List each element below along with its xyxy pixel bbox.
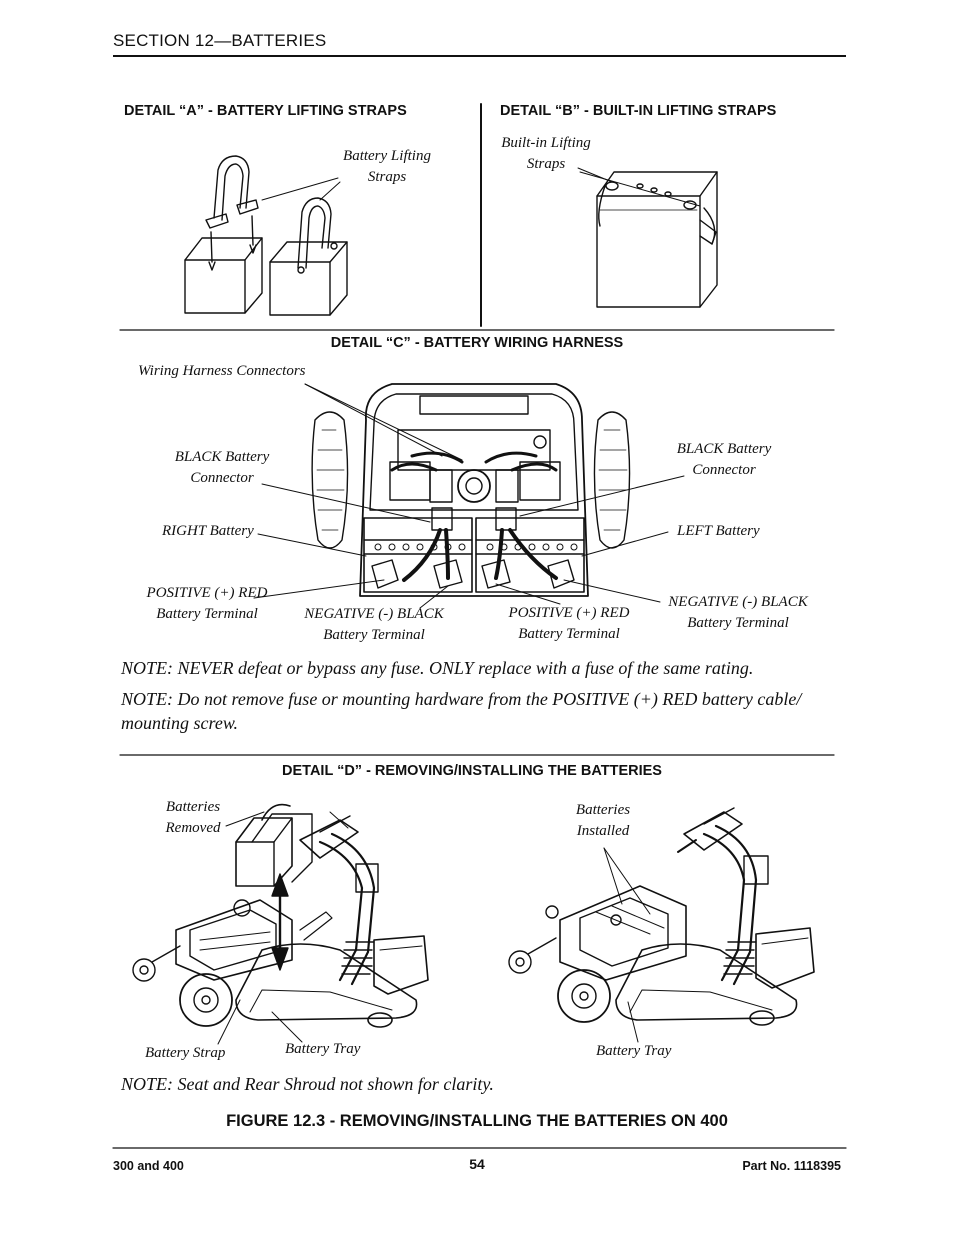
- label-built-in-lifting-straps: Built-in Lifting Straps: [501, 135, 591, 172]
- label-black-battery-connector-right: BLACK Battery Connector: [676, 441, 772, 478]
- label-right-battery: RIGHT Battery: [162, 523, 254, 539]
- detail-c-title: DETAIL “C” - BATTERY WIRING HARNESS: [330, 335, 624, 351]
- label-batteries-removed: Batteries Removed: [165, 799, 221, 836]
- figure-caption: FIGURE 12.3 - REMOVING/INSTALLING THE BA…: [226, 1112, 728, 1130]
- detail-b-title: DETAIL “B” - BUILT-IN LIFTING STRAPS: [500, 103, 777, 119]
- label-positive-terminal-left: POSITIVE (+) RED Battery Terminal: [146, 585, 268, 622]
- label-batteries-installed: Batteries Installed: [575, 802, 631, 839]
- label-positive-terminal-right: POSITIVE (+) RED Battery Terminal: [508, 605, 630, 642]
- page-number: 54: [469, 1156, 485, 1172]
- label-battery-tray-right: Battery Tray: [596, 1043, 672, 1059]
- label-left-battery: LEFT Battery: [677, 523, 760, 539]
- detail-a-illustration: [184, 155, 348, 316]
- label-wiring-harness-connectors: Wiring Harness Connectors: [138, 363, 306, 379]
- footer-part-number: Part No. 1118395: [742, 1159, 841, 1173]
- label-black-battery-connector-left: BLACK Battery Connector: [174, 449, 270, 486]
- note-fuse: NOTE: NEVER defeat or bypass any fuse. O…: [121, 658, 754, 678]
- detail-a-title: DETAIL “A” - BATTERY LIFTING STRAPS: [124, 103, 407, 119]
- label-negative-terminal-right: NEGATIVE (-) BLACK Battery Terminal: [668, 594, 808, 631]
- label-battery-strap: Battery Strap: [145, 1045, 226, 1061]
- detail-c-illustration: [253, 383, 685, 609]
- detail-d-right-scooter: [508, 807, 815, 1043]
- header-rule: [113, 55, 846, 57]
- note-hardware: NOTE: Do not remove fuse or mounting har…: [121, 689, 802, 733]
- detail-d-title: DETAIL “D” - REMOVING/INSTALLING THE BAT…: [282, 763, 662, 779]
- label-battery-lifting-straps: Battery Lifting Straps: [343, 148, 431, 185]
- footer-model: 300 and 400: [113, 1159, 184, 1173]
- detail-d-left-scooter: [132, 803, 429, 1045]
- section-title: SECTION 12—BATTERIES: [113, 31, 327, 50]
- note-clarity: NOTE: Seat and Rear Shroud not shown for…: [121, 1074, 494, 1094]
- label-battery-tray-left: Battery Tray: [285, 1041, 361, 1057]
- label-negative-terminal-left: NEGATIVE (-) BLACK Battery Terminal: [304, 606, 444, 643]
- detail-b-illustration: [577, 167, 718, 308]
